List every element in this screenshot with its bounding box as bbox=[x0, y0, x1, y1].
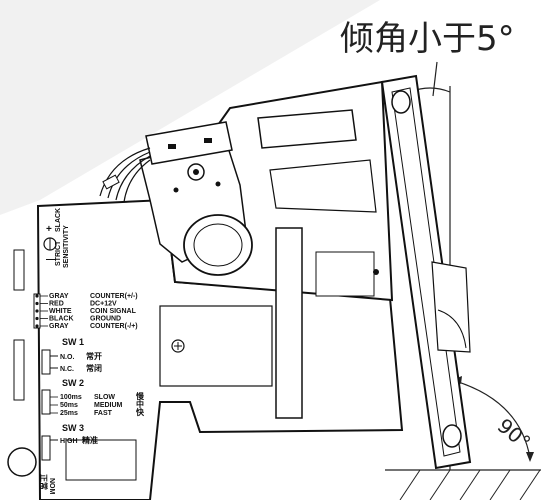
sw2-title: SW 2 bbox=[62, 378, 84, 388]
wire-signal: DC+12V bbox=[90, 301, 117, 308]
sw2-time: 50ms bbox=[60, 402, 78, 409]
sw2-speed: FAST bbox=[94, 410, 113, 417]
sw1-nc: N.C. bbox=[60, 366, 74, 373]
wire-color: RED bbox=[49, 301, 64, 308]
base-hatching bbox=[399, 469, 541, 500]
wire-signal: COUNTER(-/+) bbox=[90, 323, 138, 330]
background-panel bbox=[0, 0, 380, 215]
arc-arrow-bottom bbox=[526, 452, 534, 462]
sw1-nc-cn: 常闭 bbox=[86, 363, 102, 373]
wire-signal: GROUND bbox=[90, 316, 121, 323]
sw3-nom: NOM bbox=[48, 478, 55, 495]
sw3-high: HIGH bbox=[60, 438, 78, 445]
bezel-hole-top bbox=[391, 90, 411, 114]
sensitivity-minus: — bbox=[46, 254, 56, 265]
sensor-screw bbox=[373, 269, 379, 275]
angle-label: 90° bbox=[493, 413, 536, 454]
sw1-switch[interactable] bbox=[41, 349, 51, 375]
sensor-block bbox=[315, 251, 375, 297]
sw3-switch[interactable] bbox=[41, 435, 51, 461]
sw2-switch[interactable] bbox=[41, 389, 51, 415]
wire-tie bbox=[102, 174, 120, 190]
wire-signal: COUNTER(+/-) bbox=[90, 293, 138, 300]
sensitivity-plus: + bbox=[46, 224, 52, 235]
right-angle-arc bbox=[451, 379, 531, 459]
connector-pin-2 bbox=[204, 138, 212, 143]
bezel-hole-bottom bbox=[442, 424, 462, 448]
wire-pin bbox=[35, 324, 39, 328]
sw2-speed-options: 100ms SLOW 慢 50ms MEDIUM 中 25ms FAST 快 bbox=[50, 391, 145, 417]
sw1-no: N.O. bbox=[60, 354, 74, 361]
side-rail bbox=[275, 227, 303, 419]
wire-color: WHITE bbox=[49, 308, 72, 315]
sw2-time: 100ms bbox=[60, 394, 82, 401]
sw2-speed-cn: 快 bbox=[136, 407, 145, 417]
bezel-inner-edge bbox=[391, 87, 461, 457]
tilt-pointer bbox=[432, 61, 438, 97]
wire-pin bbox=[35, 301, 39, 306]
top-bracket bbox=[257, 109, 357, 149]
sw2-speed-cn: 慢 bbox=[136, 391, 145, 401]
sensitivity-title: SENSITIVITY bbox=[63, 225, 70, 268]
wire-bundle bbox=[99, 147, 151, 203]
tilt-label: 倾角小于5° bbox=[340, 19, 515, 59]
bracket-screw-left bbox=[173, 187, 179, 193]
bracket-screw-right bbox=[215, 181, 221, 187]
hook-loop bbox=[7, 447, 37, 477]
sw3-high-cn: 精准 bbox=[82, 435, 98, 445]
sw1-title: SW 1 bbox=[62, 337, 84, 347]
wire-color: BLACK bbox=[49, 316, 74, 323]
side-clip-lower bbox=[13, 339, 25, 401]
connector-pin-1 bbox=[168, 144, 176, 149]
sw1-no-cn: 常开 bbox=[86, 351, 102, 361]
wire-pin bbox=[35, 309, 39, 313]
wire-pin bbox=[35, 294, 39, 298]
coin-slot-window bbox=[269, 159, 377, 213]
connector-block bbox=[145, 121, 233, 165]
lever-curve bbox=[437, 309, 467, 349]
solenoid-coil-inner bbox=[193, 223, 243, 267]
sw2-speed: SLOW bbox=[94, 394, 115, 401]
wire-signal: COIN SIGNAL bbox=[90, 308, 137, 315]
sw3-title: SW 3 bbox=[62, 423, 84, 433]
sw3-label-box bbox=[65, 439, 137, 481]
sensitivity-slack: SLACK bbox=[55, 208, 62, 232]
wire-legend: GRAY COUNTER(+/-) RED DC+12V WHITE COIN SIGNA… bbox=[35, 293, 138, 330]
sensitivity-strict: STRICT bbox=[55, 240, 62, 266]
adjust-nut-center bbox=[193, 169, 199, 175]
sw2-time: 25ms bbox=[60, 410, 78, 417]
sw2-speed: MEDIUM bbox=[94, 402, 123, 409]
side-clip-upper bbox=[13, 249, 25, 291]
sw2-speed-cn: 中 bbox=[136, 399, 144, 409]
wire-color: GRAY bbox=[49, 323, 69, 330]
wire-pin bbox=[35, 316, 39, 321]
wire-color: GRAY bbox=[49, 293, 69, 300]
sw3-nom-cn: 正常 bbox=[39, 474, 49, 490]
